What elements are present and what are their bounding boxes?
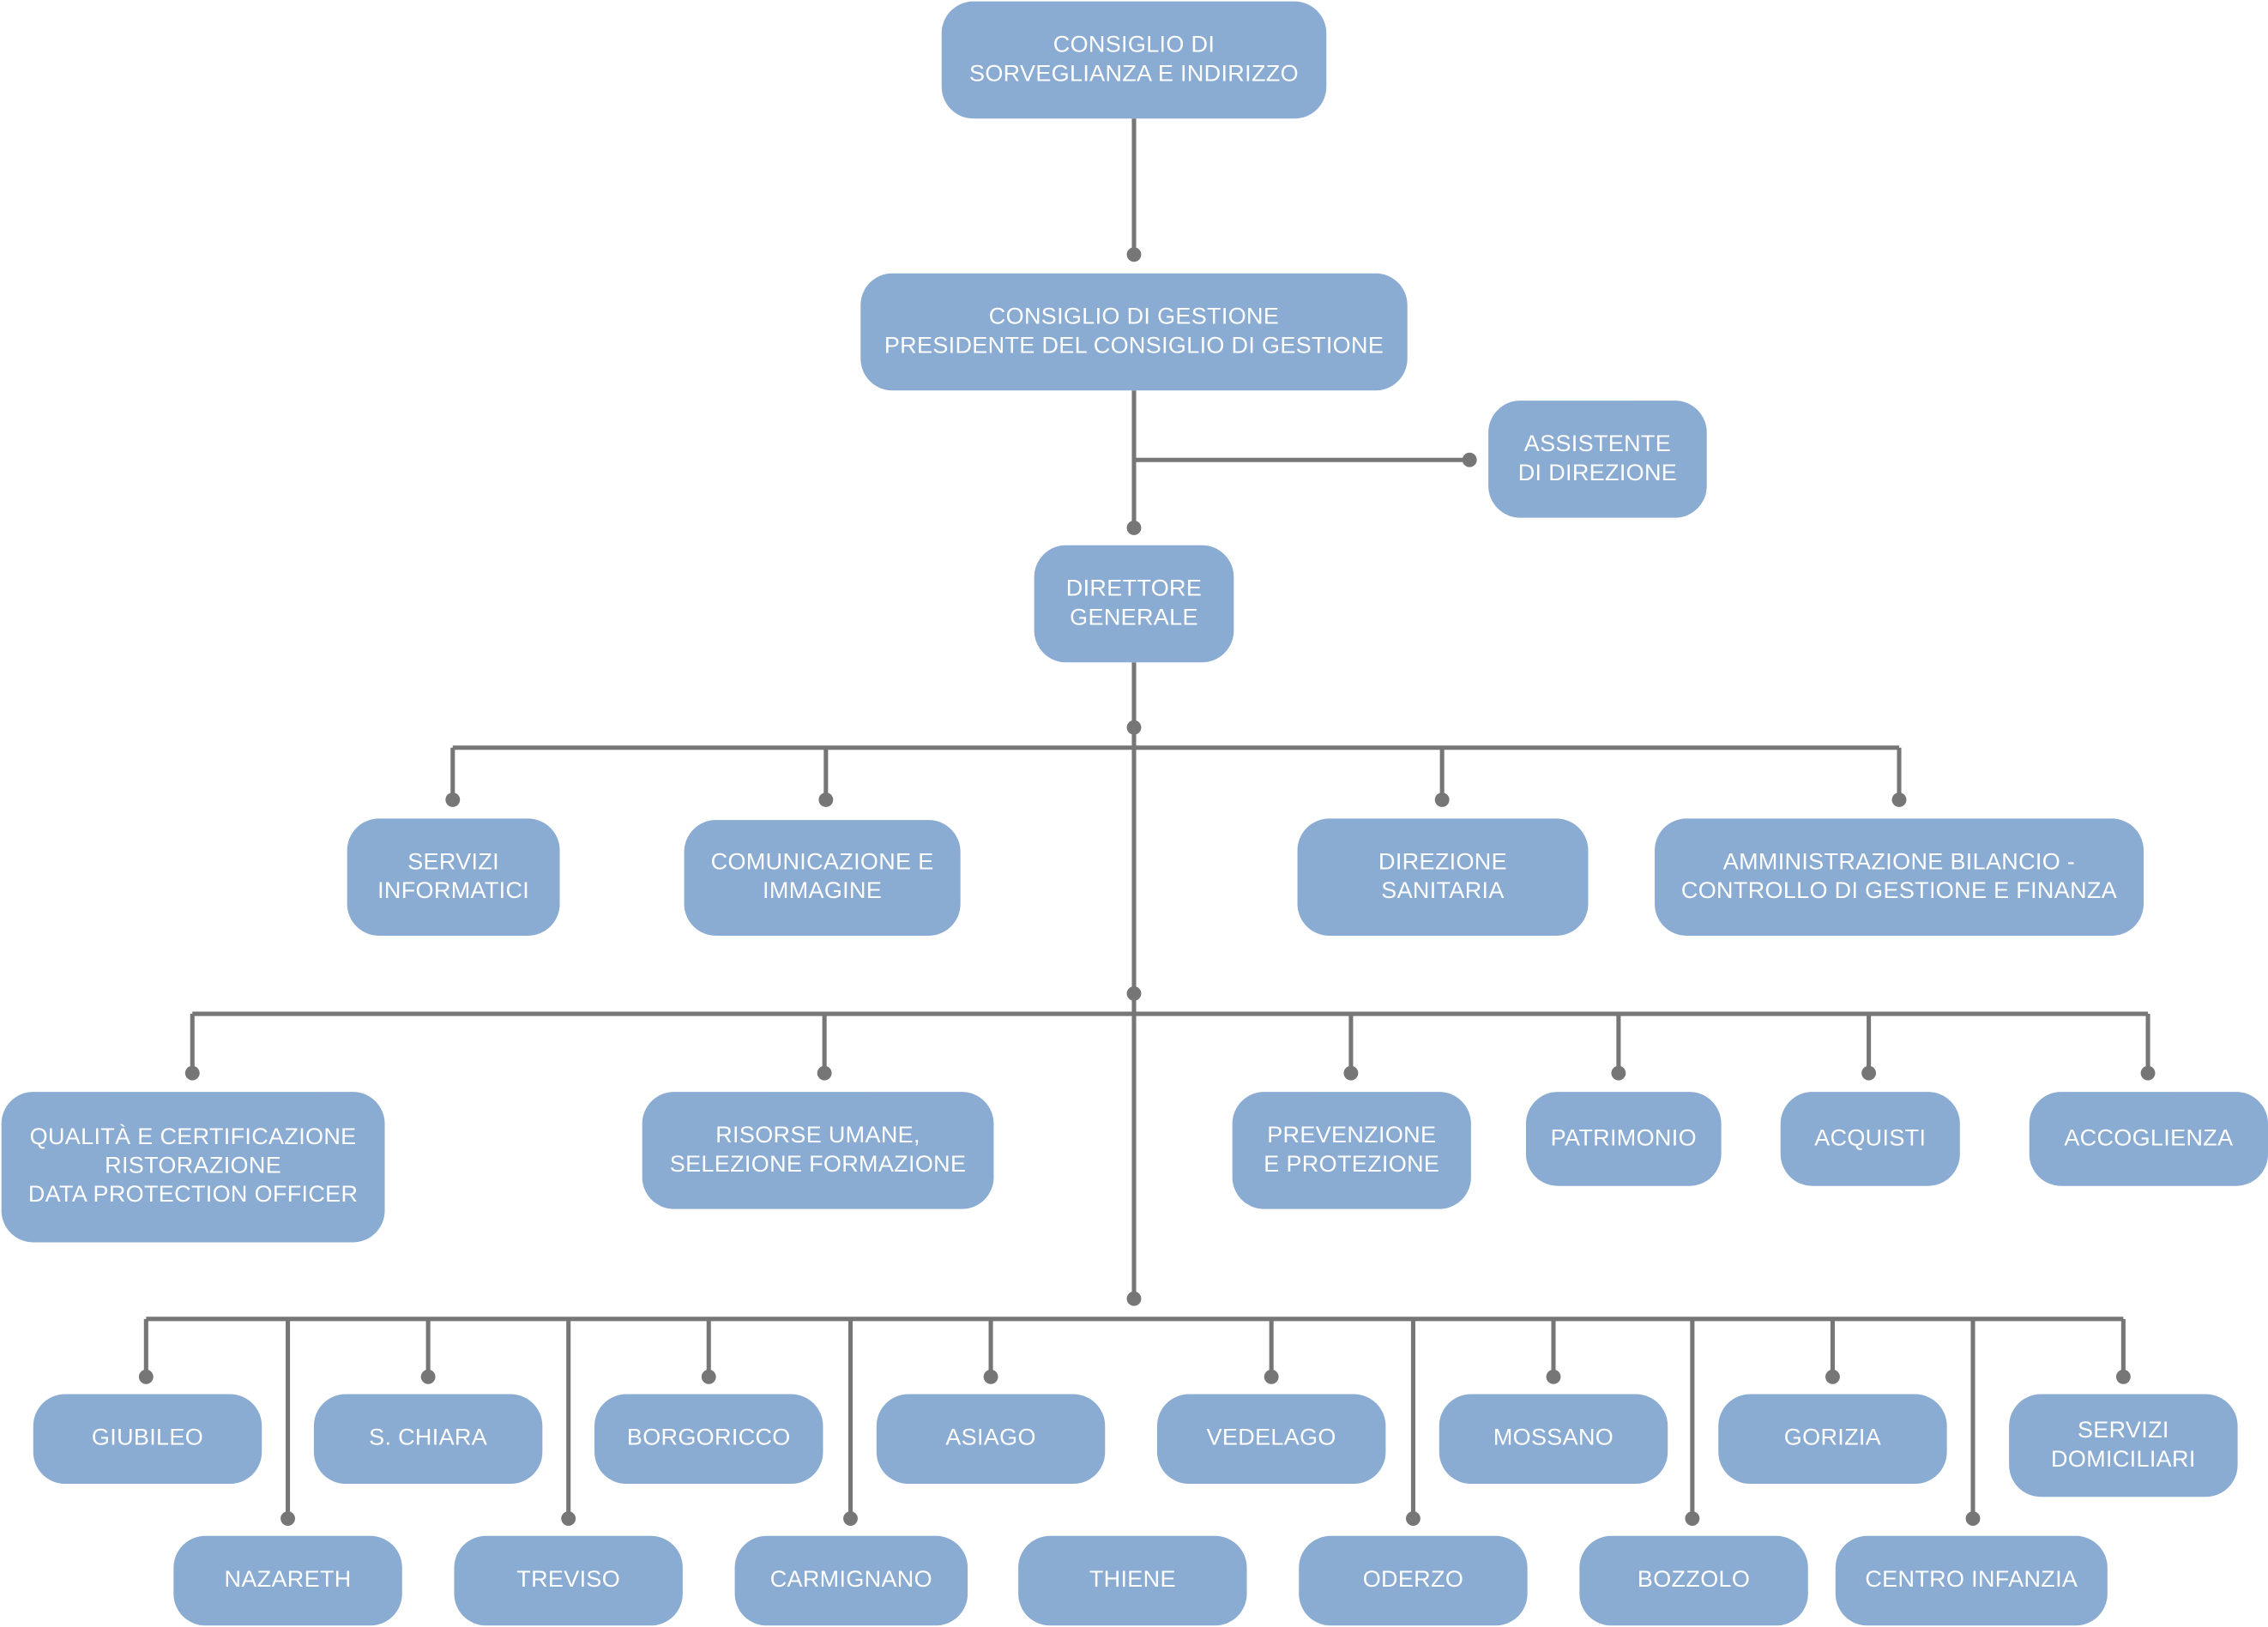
node-comunicazione-immagine: COMUNICAZIONE E IMMAGINE [684,820,961,936]
node-assistente-direzione: ASSISTENTE DI DIREZIONE [1488,401,1707,518]
node-carmignano: CARMIGNANO [734,1535,968,1626]
node-prevenzione: PREVENZIONE E PROTEZIONE [1232,1092,1471,1209]
node-direzione-sanitaria: DIREZIONE SANITARIA [1297,818,1589,936]
node-s-chiara: S. CHIARA [313,1394,543,1485]
node-risorse-umane: RISORSE UMANE, SELEZIONE FORMAZIONE [642,1092,994,1209]
node-consiglio-gestione: CONSIGLIO DI GESTIONE PRESIDENTE DEL CON… [860,273,1408,391]
node-nazareth: NAZARETH [173,1535,402,1626]
node-mossano: MOSSANO [1439,1394,1668,1485]
node-borgoricco: BORGORICCO [594,1394,823,1485]
node-accoglienza: ACCOGLIENZA [2029,1092,2268,1186]
node-thiene: THIENE [1018,1535,1247,1626]
node-acquisti: ACQUISTI [1780,1092,1960,1186]
node-giubileo: GIUBILEO [33,1394,262,1485]
node-amministrazione: AMMINISTRAZIONE BILANCIO - CONTROLLO DI … [1655,818,2144,936]
node-qualita: QUALITÀ E CERTIFICAZIONE RISTORAZIONE DA… [1,1092,385,1243]
node-direttore-generale: DIRETTORE GENERALE [1034,545,1234,663]
node-patrimonio: PATRIMONIO [1525,1092,1722,1186]
node-centro-infanzia: CENTRO INFANZIA [1835,1535,2108,1626]
node-servizi-informatici: SERVIZI INFORMATICI [347,818,560,936]
node-asiago: ASIAGO [876,1394,1106,1485]
node-vedelago: VEDELAGO [1156,1394,1386,1485]
node-treviso: TREVISO [454,1535,683,1626]
node-oderzo: ODERZO [1299,1535,1528,1626]
node-gorizia: GORIZIA [1718,1394,1947,1485]
node-servizi-domiciliari: SERVIZI DOMICILIARI [2009,1394,2238,1497]
node-bozzolo: BOZZOLO [1579,1535,1808,1626]
node-consiglio-sorveglianza: CONSIGLIO DI SORVEGLIANZA E INDIRIZZO [941,1,1327,119]
